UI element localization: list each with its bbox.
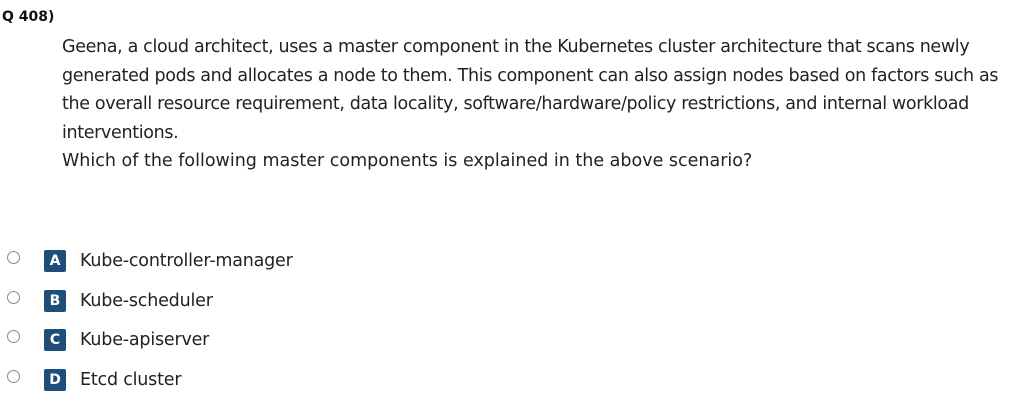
answer-options: A Kube-controller-manager B Kube-schedul… — [0, 244, 600, 402]
option-d-letter-badge: D — [44, 368, 66, 391]
option-c-letter-badge: C — [44, 329, 66, 351]
option-c[interactable]: C Kube-apiserver — [0, 323, 600, 363]
question-body: Geena, a cloud architect, uses a master … — [62, 33, 1027, 176]
option-b[interactable]: B Kube-scheduler — [0, 284, 600, 324]
option-d-text[interactable]: Etcd cluster — [80, 369, 182, 390]
question-number: Q 408) — [2, 9, 55, 25]
option-a-text[interactable]: Kube-controller-manager — [80, 251, 293, 271]
option-c-radio[interactable] — [7, 330, 20, 343]
option-c-text[interactable]: Kube-apiserver — [80, 330, 210, 350]
option-d-radio[interactable] — [7, 369, 20, 383]
option-d[interactable]: D Etcd cluster — [0, 363, 600, 403]
option-a-letter-badge: A — [44, 250, 66, 272]
question-stem: Geena, a cloud architect, uses a master … — [62, 37, 999, 143]
option-b-letter-badge: B — [44, 289, 66, 312]
option-a[interactable]: A Kube-controller-manager — [0, 244, 600, 284]
option-b-radio[interactable] — [7, 290, 20, 304]
question-prompt: Which of the following master components… — [62, 151, 753, 172]
option-b-text[interactable]: Kube-scheduler — [80, 290, 213, 311]
option-a-radio[interactable] — [7, 251, 20, 264]
